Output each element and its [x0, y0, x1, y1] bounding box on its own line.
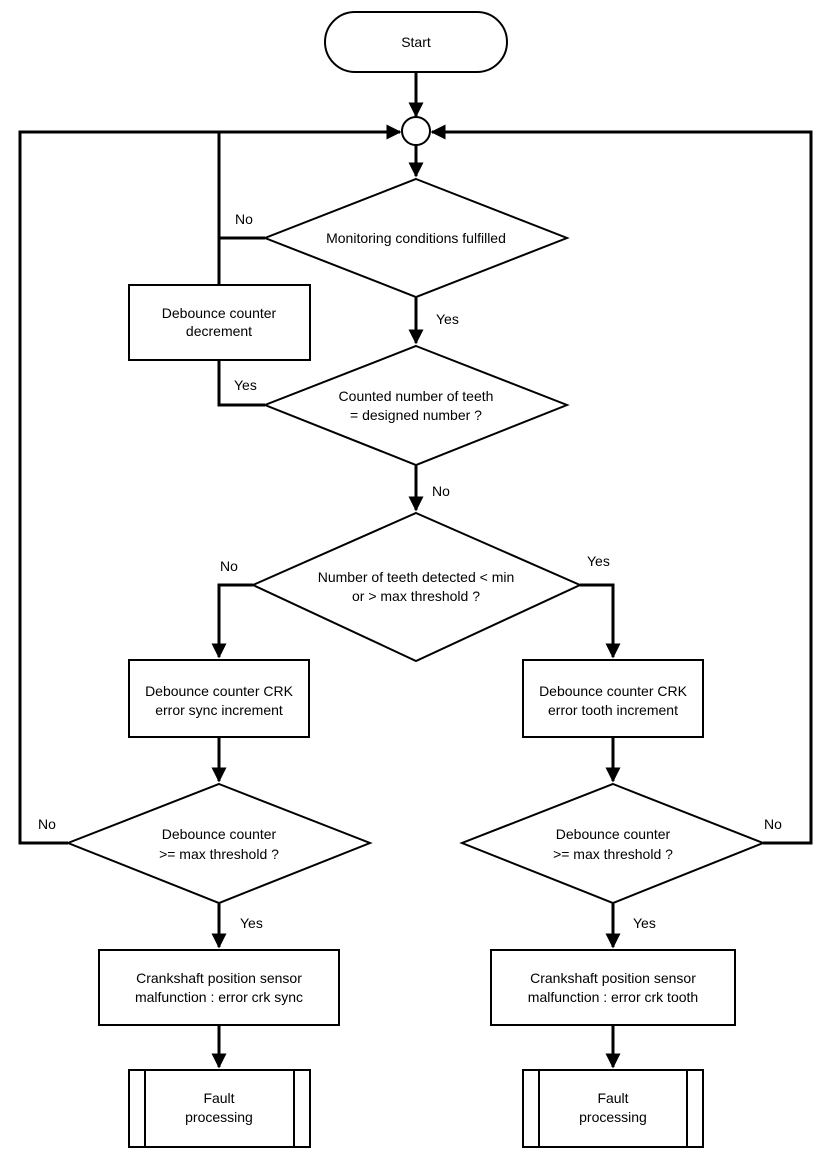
label-threshold-yes: Yes [587, 553, 610, 569]
merge-junction [401, 116, 431, 146]
sync-check-line2: >= max threshold ? [159, 846, 279, 862]
tooth-increment-box: Debounce counter CRK error tooth increme… [522, 659, 704, 738]
sync-increment-line2: error sync increment [155, 702, 283, 718]
label-sync-check-yes: Yes [240, 915, 263, 931]
sync-malfunction-line1: Crankshaft position sensor [136, 970, 302, 986]
debounce-decrement-box: Debounce counter decrement [128, 284, 311, 361]
fault-left-line1: Fault [203, 1090, 234, 1106]
edge-labels: No Yes Yes No No Yes No Yes No Yes [38, 211, 782, 931]
edge-sync-check-no [18, 124, 402, 845]
decrement-label-line1: Debounce counter [162, 305, 277, 321]
edge-threshold-yes [580, 583, 621, 659]
fault-right-line1: Fault [597, 1090, 628, 1106]
counted-teeth-decision: Counted number of teeth = designed numbe… [262, 344, 570, 467]
tooth-malfunction-line2: malfunction : error crk tooth [528, 989, 698, 1005]
tooth-check-decision: Debounce counter >= max threshold ? [459, 782, 766, 905]
sync-increment-line1: Debounce counter CRK [145, 683, 294, 699]
fault-left-line2: processing [185, 1109, 253, 1125]
teeth-threshold-decision: Number of teeth detected < min or > max … [250, 511, 583, 663]
label-sync-check-no: No [38, 816, 56, 832]
label-monitoring-no: No [235, 211, 253, 227]
label-monitoring-yes: Yes [436, 311, 459, 327]
start-label: Start [401, 34, 431, 50]
tooth-increment-line2: error tooth increment [548, 702, 678, 718]
tooth-malfunction-box: Crankshaft position sensor malfunction :… [490, 949, 736, 1026]
decrement-label-line2: decrement [186, 323, 252, 339]
label-counted-yes: Yes [234, 377, 257, 393]
tooth-check-line1: Debounce counter [556, 826, 671, 842]
label-threshold-no: No [220, 558, 238, 574]
sync-malfunction-box: Crankshaft position sensor malfunction :… [98, 949, 340, 1026]
sync-malfunction-line2: malfunction : error crk sync [135, 989, 303, 1005]
label-tooth-check-no: No [764, 816, 782, 832]
edge-threshold-no [211, 583, 253, 659]
label-tooth-check-yes: Yes [633, 915, 656, 931]
tooth-malfunction-line1: Crankshaft position sensor [530, 970, 696, 986]
monitoring-label: Monitoring conditions fulfilled [326, 230, 506, 246]
tooth-increment-line1: Debounce counter CRK [539, 683, 688, 699]
start-node: Start [324, 11, 508, 73]
fault-processing-right: Fault processing [522, 1069, 704, 1148]
counted-label-line1: Counted number of teeth [339, 388, 494, 404]
connectors [18, 72, 813, 1069]
fault-right-line2: processing [579, 1109, 647, 1125]
sync-check-line1: Debounce counter [162, 826, 277, 842]
threshold-label-line2: or > max threshold ? [352, 588, 480, 604]
tooth-check-line2: >= max threshold ? [553, 846, 673, 862]
edge-counted-yes [217, 360, 265, 407]
counted-label-line2: = designed number ? [350, 407, 482, 423]
edge-tooth-check-no [430, 124, 813, 845]
monitoring-decision: Monitoring conditions fulfilled [262, 177, 570, 299]
fault-processing-left: Fault processing [128, 1069, 311, 1148]
sync-increment-box: Debounce counter CRK error sync incremen… [128, 659, 310, 738]
sync-check-decision: Debounce counter >= max threshold ? [65, 782, 373, 905]
threshold-label-line1: Number of teeth detected < min [318, 569, 515, 585]
label-counted-no: No [432, 483, 450, 499]
